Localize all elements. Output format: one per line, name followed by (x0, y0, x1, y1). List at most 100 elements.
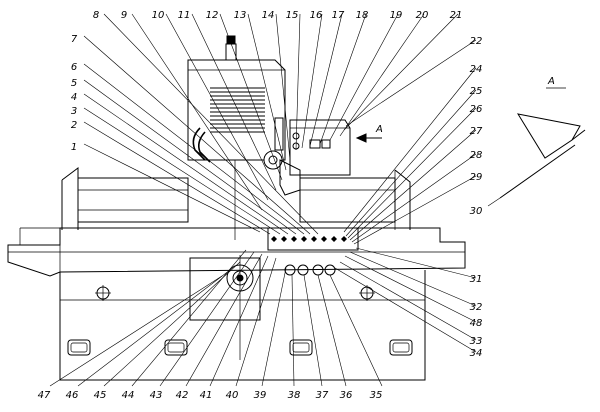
view-label: A (547, 76, 555, 87)
leader-line-16 (301, 13, 323, 149)
callout-46: 46 (66, 390, 79, 401)
callout-27: 27 (470, 126, 483, 137)
callout-43: 43 (150, 390, 163, 401)
callout-12: 12 (206, 10, 219, 21)
leader-line-8 (103, 13, 319, 235)
callout-36: 36 (340, 390, 353, 401)
callout-2: 2 (71, 120, 77, 131)
lower-housing (189, 255, 336, 360)
leader-line-17 (309, 13, 343, 147)
leader-line-28 (351, 153, 477, 243)
callout-8: 8 (93, 10, 99, 21)
callout-13: 13 (234, 10, 247, 21)
leader-line-41 (209, 255, 269, 387)
callout-32: 32 (470, 302, 483, 313)
callout-6: 6 (71, 62, 77, 73)
leader-line-29 (353, 175, 477, 245)
callout-5: 5 (71, 78, 77, 89)
callout-39: 39 (254, 390, 267, 401)
callout-31: 31 (470, 274, 483, 285)
callout-26: 26 (470, 104, 483, 115)
callout-41: 41 (200, 390, 213, 401)
leader-line-47 (49, 275, 223, 387)
control-panel (267, 227, 359, 251)
leader-line-11 (191, 13, 277, 191)
callout-17: 17 (332, 10, 345, 21)
leader-line-10 (165, 13, 269, 201)
callout-10: 10 (152, 10, 165, 21)
callout-38: 38 (288, 390, 301, 401)
arrow-label: A (375, 124, 383, 135)
callout-29: 29 (470, 172, 483, 183)
callout-19: 19 (390, 10, 403, 21)
leader-line-19 (329, 13, 399, 141)
leader-line-15 (295, 13, 301, 151)
leader-line-12 (219, 13, 283, 181)
callout-1: 1 (71, 142, 77, 153)
leader-line-42 (185, 253, 263, 387)
callout-15: 15 (286, 10, 299, 21)
callout-7: 7 (71, 34, 78, 45)
column-guards (61, 167, 411, 230)
leader-line-35 (329, 274, 383, 387)
leader-line-22 (345, 39, 477, 127)
leader-line-3 (83, 107, 281, 235)
leader-line-1 (83, 143, 261, 233)
leader-line-21 (343, 13, 459, 131)
callout-16: 16 (310, 10, 323, 21)
callout-37: 37 (316, 390, 329, 401)
callout-42: 42 (176, 390, 189, 401)
leader-line-24 (343, 67, 477, 233)
view-arrow (355, 133, 382, 143)
leader-line-9 (131, 13, 263, 211)
leader-line-7 (83, 35, 311, 235)
spindle-head (187, 35, 301, 240)
machine-table (7, 227, 466, 277)
callout-22: 22 (470, 36, 483, 47)
callout-18: 18 (356, 10, 369, 21)
leader-line-45 (103, 261, 241, 387)
leader-line-48 (344, 255, 477, 323)
leader-line-40 (235, 257, 277, 387)
leader-line-33 (339, 261, 477, 341)
leader-line-38 (291, 274, 295, 387)
callout-47: 47 (38, 390, 51, 401)
callout-33: 33 (470, 336, 483, 347)
leader-line-14 (275, 13, 291, 161)
control-box (289, 119, 351, 176)
callout-48: 48 (470, 318, 483, 329)
callout-20: 20 (416, 10, 429, 21)
callout-28: 28 (470, 150, 483, 161)
callout-30: 30 (470, 206, 483, 217)
leader-line-20 (339, 13, 425, 137)
callout-21: 21 (450, 10, 463, 21)
leader-line-4 (83, 93, 289, 235)
leader-line-32 (349, 251, 477, 307)
callout-44: 44 (122, 390, 135, 401)
leader-lines (49, 13, 501, 387)
callout-14: 14 (262, 10, 275, 21)
callout-34: 34 (470, 348, 483, 359)
leader-line-39 (261, 267, 287, 387)
view-a-detail (499, 87, 586, 199)
leader-line-13 (247, 13, 287, 171)
leader-line-2 (83, 121, 271, 235)
leader-line-31 (355, 247, 477, 279)
leader-line-27 (349, 129, 477, 241)
leader-line-46 (77, 269, 231, 387)
leader-line-6 (83, 63, 305, 235)
leader-line-34 (334, 267, 477, 353)
callout-35: 35 (370, 390, 383, 401)
callout-3: 3 (71, 106, 77, 117)
callout-24: 24 (470, 64, 483, 75)
callout-11: 11 (178, 10, 191, 21)
callout-9: 9 (121, 10, 127, 21)
callout-25: 25 (470, 86, 483, 97)
leader-line-30 (487, 197, 501, 207)
leader-line-37 (303, 274, 323, 387)
callout-40: 40 (226, 390, 239, 401)
leader-line-18 (319, 13, 367, 145)
